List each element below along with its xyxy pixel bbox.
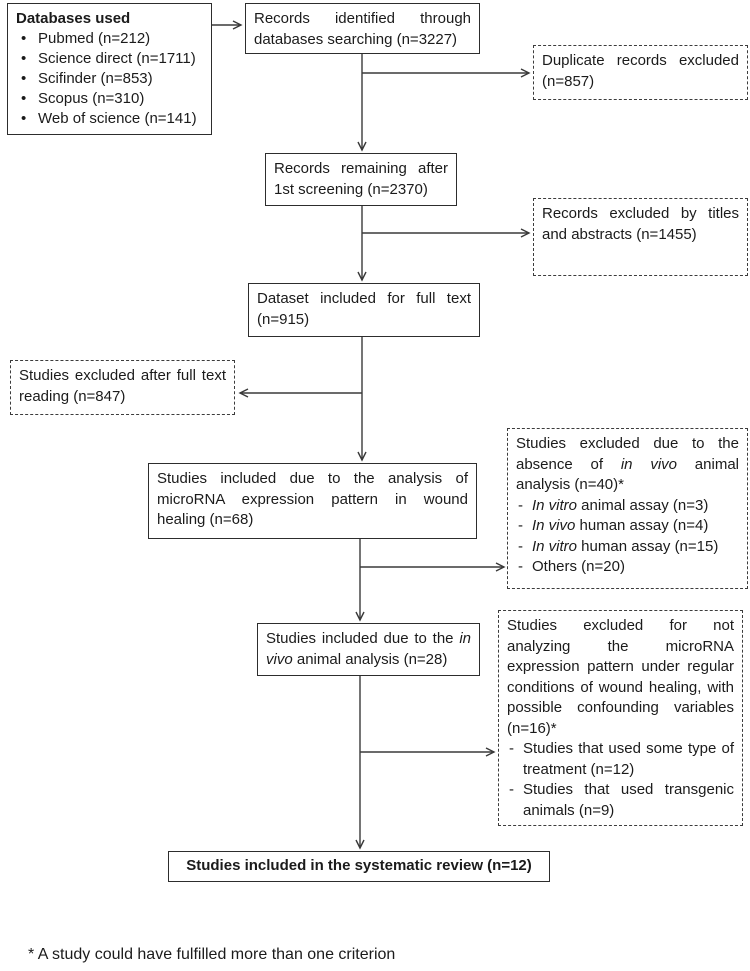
- dash-icon: -: [518, 537, 523, 555]
- excluded-item-invivo-human: In vivo human assay (n=4): [532, 517, 709, 535]
- bullet-icon: •: [21, 90, 27, 108]
- in-vivo-italic: in vivo: [266, 630, 471, 668]
- duplicates-excluded-text: Duplicate records excluded (n=857): [542, 52, 739, 90]
- no-invivo-excluded-box: Studies excluded due to the absence of i…: [507, 428, 748, 589]
- dash-icon: -: [518, 496, 523, 514]
- full-text-included-text: Dataset included for full text (n=915): [257, 290, 471, 328]
- list-item: • Science direct (n=1711): [16, 49, 207, 69]
- confounding-excluded-box: Studies excluded for not analyzing the m…: [498, 610, 743, 826]
- list-item: - In vitro human assay (n=15): [516, 537, 739, 558]
- list-item: - In vivo human assay (n=4): [516, 516, 739, 537]
- list-item: • Scifinder (n=853): [16, 69, 207, 89]
- bullet-icon: •: [21, 70, 27, 88]
- full-text-included-box: Dataset included for full text (n=915): [248, 283, 480, 337]
- bullet-icon: •: [21, 110, 27, 128]
- list-item: • Pubmed (n=212): [16, 29, 207, 49]
- bullet-icon: •: [21, 30, 27, 48]
- records-remaining-text: Records remaining after 1st screening (n…: [274, 160, 448, 198]
- list-item: - Studies that used transgenic animals (…: [507, 780, 734, 821]
- full-text-excluded-text: Studies excluded after full text reading…: [19, 367, 226, 405]
- database-scifinder: Scifinder (n=853): [38, 70, 153, 88]
- database-scopus: Scopus (n=310): [38, 90, 145, 108]
- bullet-icon: •: [21, 50, 27, 68]
- database-science-direct: Science direct (n=1711): [38, 50, 196, 68]
- final-included-text: Studies included in the systematic revie…: [186, 857, 532, 874]
- dash-icon: -: [518, 558, 523, 576]
- invivo-included-box: Studies included due to the in vivo anim…: [257, 623, 480, 676]
- in-vivo-italic: in vivo: [620, 455, 677, 473]
- list-item: • Web of science (n=141): [16, 109, 207, 129]
- excluded-item-treatment: Studies that used some type of treatment…: [523, 740, 734, 778]
- dash-icon: -: [509, 740, 514, 758]
- records-identified-box: Records identified through databases sea…: [245, 3, 480, 54]
- database-pubmed: Pubmed (n=212): [38, 30, 151, 48]
- confounding-excluded-text: Studies excluded for not analyzing the m…: [507, 617, 734, 737]
- records-remaining-box: Records remaining after 1st screening (n…: [265, 153, 457, 206]
- dash-icon: -: [518, 517, 523, 535]
- mirna-included-box: Studies included due to the analysis of …: [148, 463, 477, 539]
- titles-abstracts-excluded-text: Records excluded by titles and abstracts…: [542, 205, 739, 243]
- footnote: * A study could have fulfilled more than…: [28, 946, 396, 963]
- excluded-item-invitro-human: In vitro human assay (n=15): [532, 537, 719, 555]
- list-item: - Studies that used some type of treatme…: [507, 739, 734, 780]
- list-item: • Scopus (n=310): [16, 89, 207, 109]
- excluded-item-transgenic: Studies that used transgenic animals (n=…: [523, 781, 734, 819]
- list-item: - In vitro animal assay (n=3): [516, 496, 739, 517]
- full-text-excluded-box: Studies excluded after full text reading…: [10, 360, 235, 415]
- excluded-item-others: Others (n=20): [532, 558, 625, 576]
- final-included-box: Studies included in the systematic revie…: [168, 851, 550, 882]
- excluded-item-invitro-animal: In vitro animal assay (n=3): [532, 496, 709, 514]
- mirna-included-text: Studies included due to the analysis of …: [157, 470, 468, 529]
- list-item: - Others (n=20): [516, 557, 739, 578]
- databases-used-box: Databases used • Pubmed (n=212) • Scienc…: [7, 3, 212, 135]
- duplicates-excluded-box: Duplicate records excluded (n=857): [533, 45, 748, 100]
- no-invivo-excluded-text: Studies excluded due to the absence of i…: [516, 435, 739, 494]
- dash-icon: -: [509, 781, 514, 799]
- titles-abstracts-excluded-box: Records excluded by titles and abstracts…: [533, 198, 748, 276]
- databases-used-title: Databases used: [16, 10, 131, 27]
- records-identified-text: Records identified through databases sea…: [254, 10, 471, 48]
- database-web-of-science: Web of science (n=141): [38, 110, 197, 128]
